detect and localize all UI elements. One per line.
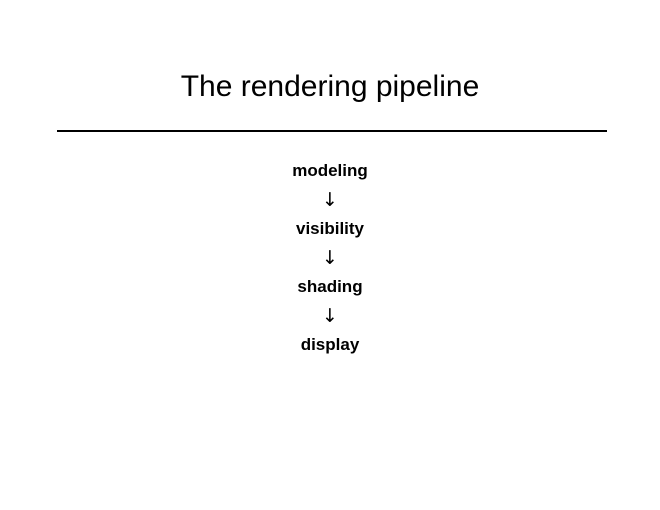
pipeline-stage-visibility: visibility (295, 219, 365, 238)
pipeline-stage-display: display (300, 335, 360, 354)
pipeline-diagram: modeling ↓ visibility ↓ shading ↓ displa… (0, 159, 660, 357)
title-divider (57, 130, 607, 132)
arrow-down-icon: ↓ (322, 189, 338, 211)
pipeline-stage-modeling: modeling (292, 161, 368, 180)
arrow-down-icon: ↓ (322, 305, 338, 327)
arrow-down-icon: ↓ (322, 247, 338, 269)
pipeline-stage-shading: shading (297, 277, 363, 296)
page-title: The rendering pipeline (180, 70, 480, 103)
